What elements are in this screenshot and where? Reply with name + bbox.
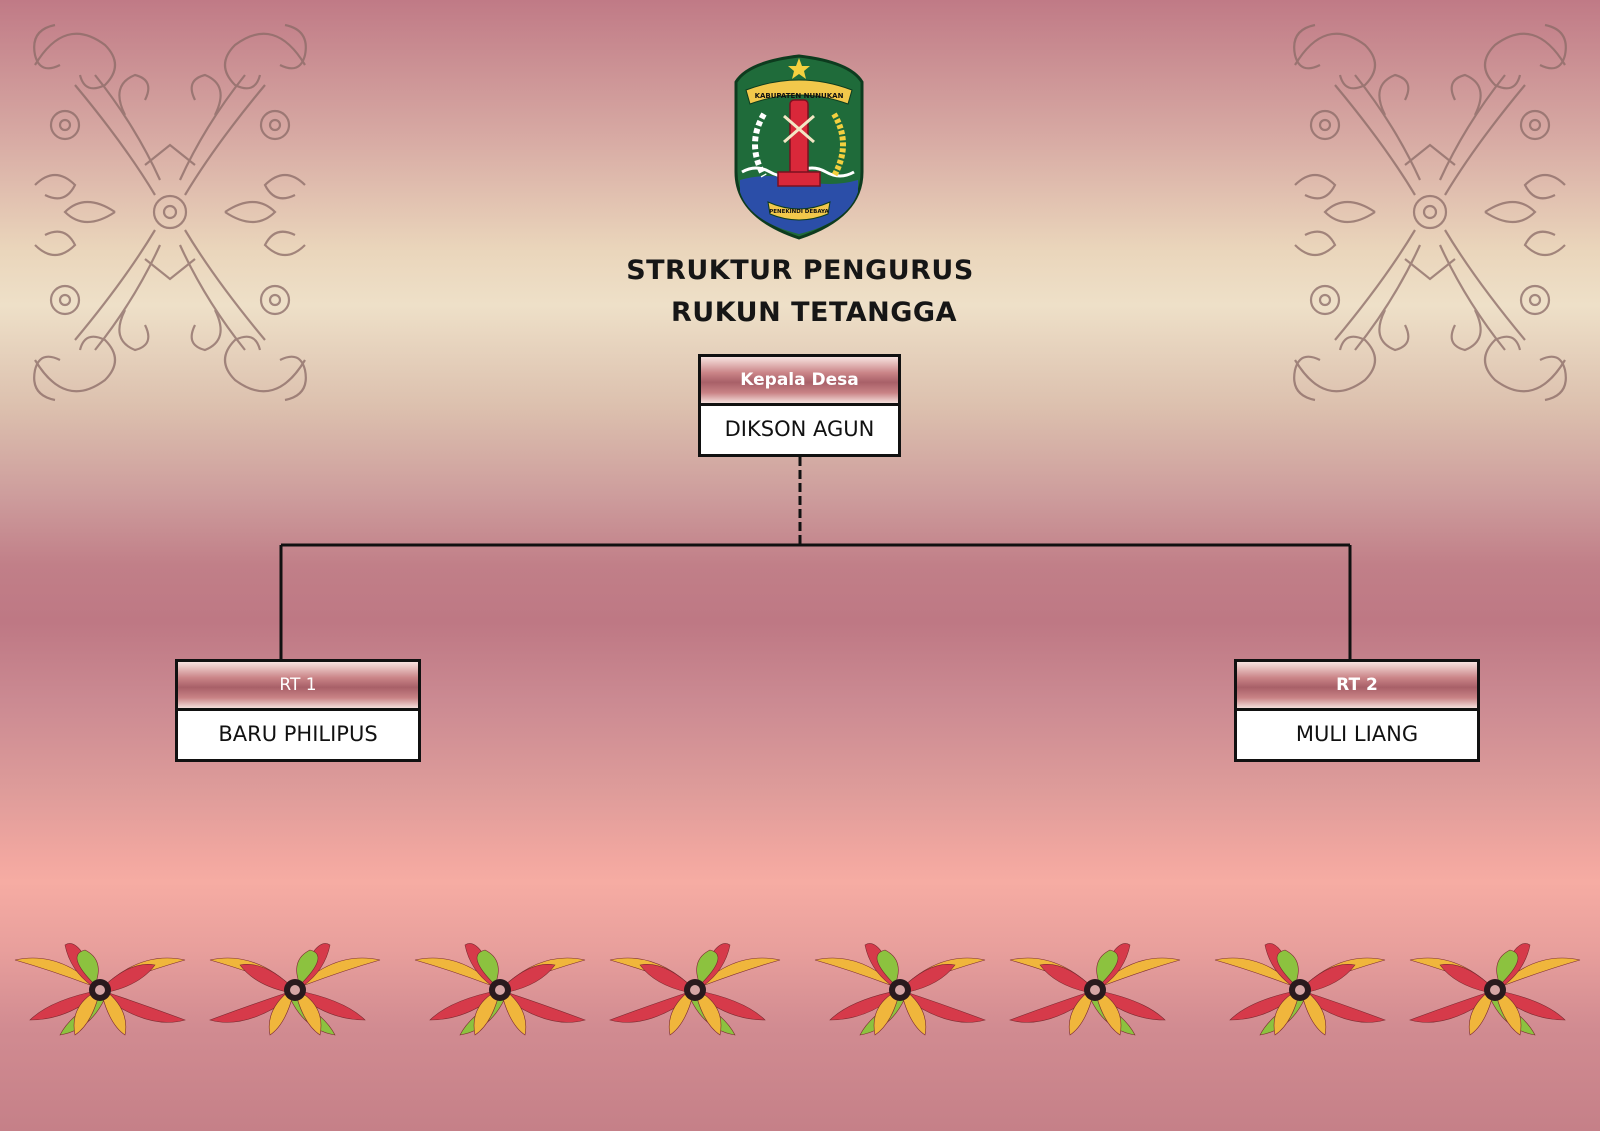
flower-petal	[414, 957, 501, 991]
flower-petal	[476, 949, 499, 986]
flower-petal	[209, 989, 296, 1023]
flower-petal	[99, 989, 186, 1023]
flower-petal	[239, 964, 296, 993]
flower-petal	[1494, 957, 1581, 991]
flower-petal	[1094, 957, 1181, 991]
flower-center-dot	[690, 985, 700, 995]
page-title-line-2: RUKUN TETANGGA	[671, 297, 957, 328]
flower-petal	[876, 949, 899, 986]
flower-petal	[639, 964, 696, 993]
flower-petal	[1301, 989, 1327, 1036]
flower-petal	[873, 994, 899, 1036]
node-name: BARU PHILIPUS	[218, 722, 378, 746]
flower-motif	[1409, 943, 1581, 1036]
node-role: Kepala Desa	[701, 357, 898, 406]
flower-petal	[1496, 994, 1522, 1036]
dayak-ornament-right	[1293, 23, 1567, 402]
flower-petal	[501, 989, 527, 1036]
flower-petal	[296, 994, 322, 1036]
flower-petal	[1439, 964, 1496, 993]
flower-petal	[696, 994, 722, 1036]
flower-center-dot	[1090, 985, 1100, 995]
flower-motif	[209, 943, 381, 1036]
flower-petal	[499, 964, 556, 993]
flower-petal	[1409, 989, 1496, 1023]
flower-petal	[1068, 989, 1094, 1036]
flower-petal	[1214, 957, 1301, 991]
flower-petal	[668, 989, 694, 1036]
flower-petal	[1299, 964, 1356, 993]
emblem-top-banner-text: KABUPATEN NUNUKAN	[755, 92, 844, 100]
flower-petal	[1496, 949, 1519, 986]
flower-petal	[694, 957, 781, 991]
flower-petal	[609, 989, 696, 1023]
flower-petal	[73, 994, 99, 1036]
org-node-kepala-desa: Kepala Desa DIKSON AGUN	[698, 354, 901, 457]
flower-petal	[1468, 989, 1494, 1036]
flower-center-dot	[1490, 985, 1500, 995]
flower-petal	[1273, 994, 1299, 1036]
emblem-bottom-banner-text: PENEKINDI DEBAYA	[769, 209, 829, 215]
flower-petal	[899, 964, 956, 993]
flower-center-dot	[95, 985, 105, 995]
dayak-ornament-left	[33, 23, 307, 402]
page-title-line-1: STRUKTUR PENGURUS	[626, 255, 974, 286]
flower-petal	[901, 989, 927, 1036]
flower-petal	[101, 989, 127, 1036]
flower-petal	[473, 994, 499, 1036]
flower-motif	[414, 943, 586, 1036]
flower-petal	[76, 949, 99, 986]
flower-petal	[296, 949, 319, 986]
node-role: RT 2	[1237, 662, 1477, 711]
flower-motif	[1009, 943, 1181, 1036]
flower-petal	[1096, 949, 1119, 986]
node-name: MULI LIANG	[1295, 722, 1419, 746]
node-name: DIKSON AGUN	[724, 417, 875, 441]
flower-motif	[14, 943, 186, 1036]
flower-motif	[1214, 943, 1386, 1036]
flower-center-dot	[495, 985, 505, 995]
flower-center-dot	[895, 985, 905, 995]
flower-petal	[294, 957, 381, 991]
flower-motif	[609, 943, 781, 1036]
flower-petal	[814, 957, 901, 991]
flower-petal	[899, 989, 986, 1023]
org-node-rt-1: RT 1 BARU PHILIPUS	[175, 659, 421, 762]
flower-motif	[814, 943, 986, 1036]
flower-center-dot	[290, 985, 300, 995]
flower-petal	[1039, 964, 1096, 993]
flower-petal	[268, 989, 294, 1036]
flower-petal	[1299, 989, 1386, 1023]
flower-petal	[1096, 994, 1122, 1036]
flower-petal	[1009, 989, 1096, 1023]
flower-petal	[696, 949, 719, 986]
flower-center-dot	[1295, 985, 1305, 995]
kabupaten-nunukan-emblem: KABUPATEN NUNUKAN PENEKINDI DEBAYA	[734, 54, 864, 240]
flower-petal	[499, 989, 586, 1023]
flower-petal	[14, 957, 101, 991]
flower-petal	[99, 964, 156, 993]
flower-petal	[1276, 949, 1299, 986]
node-role: RT 1	[178, 662, 418, 711]
dayak-flower-border	[14, 943, 1581, 1036]
org-node-rt-2: RT 2 MULI LIANG	[1234, 659, 1480, 762]
